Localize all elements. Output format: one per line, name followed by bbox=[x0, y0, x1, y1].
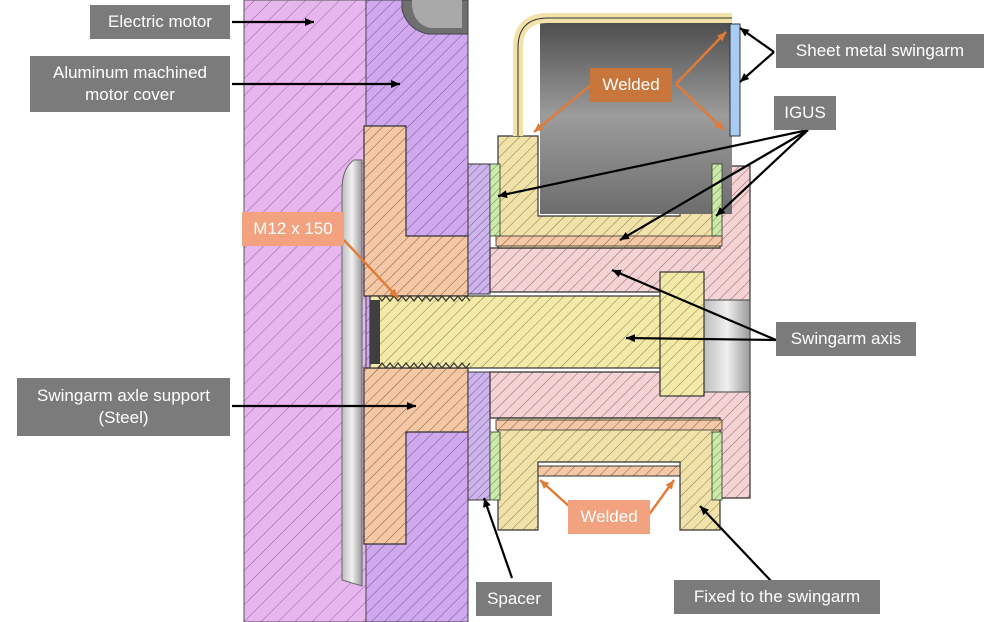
arrow-weld-top-a bbox=[533, 83, 593, 133]
label-welded-top: Welded bbox=[590, 68, 672, 102]
label-spacer: Spacer bbox=[476, 582, 552, 616]
arrow-fixed bbox=[699, 505, 773, 583]
label-bolt-text: M12 x 150 bbox=[253, 219, 333, 238]
label-sheet-metal: Sheet metal swingarm bbox=[776, 34, 984, 68]
arrow-weld-top-c bbox=[675, 83, 725, 131]
arrow-axis-a bbox=[611, 268, 777, 342]
arrow-sheet-a bbox=[739, 27, 775, 53]
bolt-section bbox=[369, 271, 705, 397]
label-spacer-text: Spacer bbox=[487, 589, 541, 608]
spacer-section bbox=[467, 163, 491, 501]
label-swingarm-axis-text: Swingarm axis bbox=[790, 329, 902, 348]
igus-bushings bbox=[489, 163, 723, 501]
arrow-weld-top-b bbox=[675, 31, 727, 85]
label-swingarm-axis: Swingarm axis bbox=[776, 322, 916, 356]
label-motor-cover: Aluminum machined motor cover bbox=[30, 56, 230, 112]
label-welded-bottom-text: Welded bbox=[580, 507, 638, 526]
arrow-weld-bottom-b bbox=[647, 479, 675, 517]
arrow-sheet-b bbox=[739, 51, 775, 83]
leader-arrows bbox=[232, 18, 809, 583]
label-fixed: Fixed to the swingarm bbox=[674, 580, 880, 614]
label-welded-top-text: Welded bbox=[602, 75, 660, 94]
arrow-axis-b bbox=[625, 334, 777, 343]
label-motor-cover-line2: motor cover bbox=[85, 85, 175, 104]
label-fixed-text: Fixed to the swingarm bbox=[693, 587, 861, 606]
label-axle-support: Swingarm axle support (Steel) bbox=[17, 378, 230, 436]
label-welded-bottom: Welded bbox=[568, 500, 650, 534]
label-axle-support-line1: Swingarm axle support bbox=[37, 386, 210, 405]
label-igus-text: IGUS bbox=[784, 103, 826, 122]
arrow-bolt bbox=[343, 239, 399, 299]
label-bolt: M12 x 150 bbox=[242, 212, 344, 246]
label-electric-motor: Electric motor bbox=[90, 5, 230, 39]
label-electric-motor-text: Electric motor bbox=[108, 12, 212, 31]
support-rod bbox=[341, 159, 363, 587]
arrow-spacer bbox=[482, 497, 514, 579]
label-sheet-metal-text: Sheet metal swingarm bbox=[795, 41, 965, 60]
arrow-igus-b bbox=[619, 129, 809, 241]
label-motor-cover-line1: Aluminum machined bbox=[52, 63, 207, 82]
swingarm-top-part bbox=[497, 13, 741, 249]
arrow-igus-a bbox=[497, 128, 809, 199]
arrow-igus-c bbox=[715, 129, 809, 217]
socket-recess bbox=[703, 299, 751, 393]
label-igus: IGUS bbox=[774, 96, 836, 130]
label-axle-support-line2: (Steel) bbox=[98, 408, 149, 427]
